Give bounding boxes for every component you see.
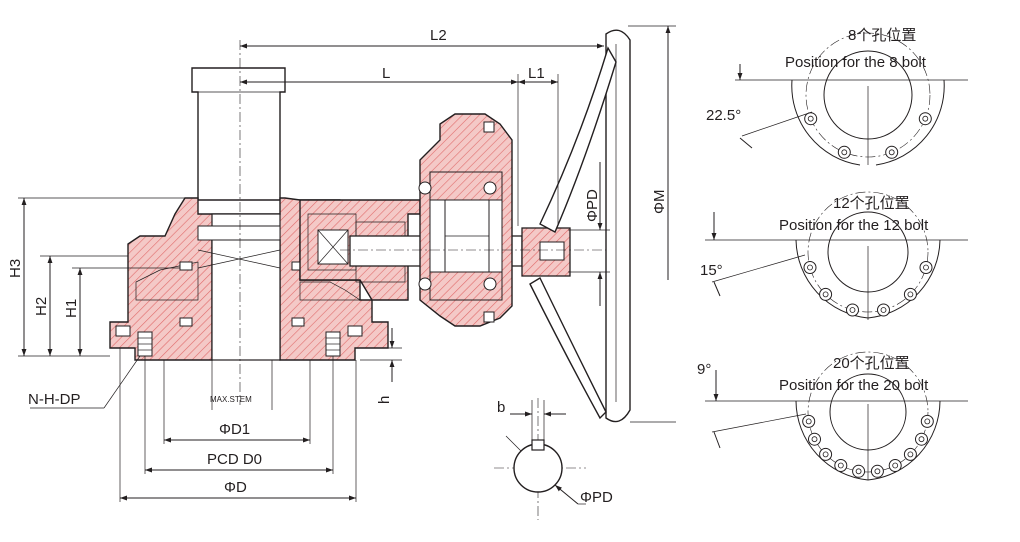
bolt8-cn: 8个孔位置 [848, 27, 916, 44]
bolt-hole [918, 112, 932, 126]
handwheel-rim [605, 29, 631, 423]
bolt8-en: Position for the 8 bolt [785, 54, 927, 71]
bolt-hole-center [849, 307, 856, 313]
bolt12-cn: 12个孔位置 [833, 195, 910, 212]
label-PCD: PCD D0 [207, 451, 262, 468]
bolt-hole [808, 432, 821, 446]
bolt-hole [870, 464, 884, 478]
label-D: ΦD [224, 479, 247, 496]
bolt-hole-center [807, 115, 814, 122]
label-h: h [376, 396, 393, 404]
label-D1: ΦD1 [219, 421, 250, 438]
bolt12-angle: 15° [700, 262, 723, 279]
label-b: b [497, 399, 505, 416]
handwheel-spoke-lower [529, 277, 607, 420]
bolt-hole [803, 261, 817, 274]
bolt-hole-center [822, 451, 829, 458]
label-PD-vertical: ΦPD [584, 189, 601, 222]
bolt-hole-center [805, 418, 812, 425]
bolt-hole-center [822, 291, 829, 298]
bolt-right [325, 331, 341, 357]
label-PD-shaft: ΦPD [580, 489, 613, 506]
bolt-hole-center [807, 264, 813, 271]
bolt-hole [915, 432, 928, 446]
bolt20-en: Position for the 20 bolt [779, 377, 929, 394]
bolt12-holes [803, 261, 933, 317]
bolt-hole-center [922, 115, 929, 122]
bolt-hole-center [811, 436, 818, 443]
bolt-hole [903, 447, 917, 461]
bolt20-cn: 20个孔位置 [833, 355, 910, 372]
bolt-hole-center [855, 468, 862, 475]
bolt-hole-center [918, 436, 925, 443]
bolt-hole-center [837, 462, 844, 469]
bolt-hole [846, 303, 859, 317]
bolt-pattern-20: 20个孔位置 Position for the 20 bolt 9° [697, 351, 968, 481]
bolt-hole [885, 145, 899, 159]
bolt-hole-center [888, 149, 895, 156]
bolt-hole [802, 414, 816, 428]
bolt8-holes [804, 112, 932, 159]
bolt-hole [919, 261, 933, 274]
bolt-hole [920, 414, 934, 428]
bolt12-en: Position for the 12 bolt [779, 217, 929, 234]
bolt-hole [877, 303, 890, 317]
label-L2: L2 [430, 27, 447, 44]
label-L: L [382, 65, 390, 82]
bolt-hole [834, 459, 848, 472]
bolt-hole-center [841, 149, 848, 156]
bolt-hole [888, 459, 902, 472]
label-L1: L1 [528, 65, 545, 82]
bolt-hole-center [924, 418, 931, 425]
bolt-hole-center [892, 462, 899, 469]
bolt-hole-center [923, 264, 929, 271]
bolt-hole-center [874, 468, 881, 475]
dimensions: L2 L L1 ΦPD ΦM H3 H2 H1 h [7, 25, 676, 502]
bolt20-angle: 9° [697, 361, 711, 378]
bolt-hole [819, 447, 833, 461]
bolt-hole-center [907, 451, 914, 458]
label-max-stem: MAX.STEM [210, 395, 252, 404]
gearbox-body [109, 29, 631, 423]
label-H2: H2 [33, 297, 50, 316]
bolt-hole [852, 464, 866, 478]
bolt-hole [804, 112, 818, 126]
bolt-hole [903, 287, 917, 301]
shaft-section-view: b ΦPD [497, 399, 613, 506]
bolt-hole [819, 287, 833, 301]
bolt-left [137, 331, 153, 357]
handwheel-spoke-upper [539, 46, 617, 233]
label-H3: H3 [7, 259, 24, 278]
bolt8-angle: 22.5° [706, 107, 741, 124]
bolt-pattern-8: 8个孔位置 Position for the 8 bolt 22.5° [706, 27, 968, 166]
bolt-pattern-12: 12个孔位置 Position for the 12 bolt 15° [700, 191, 968, 320]
label-NHDP: N-H-DP [28, 391, 81, 408]
stem-protection-tube [191, 67, 286, 201]
label-M: ΦM [651, 190, 668, 214]
bolt-hole-center [907, 291, 914, 298]
label-H1: H1 [63, 299, 80, 318]
bolt-hole [837, 145, 851, 159]
bolt20-holes [802, 414, 934, 478]
bolt-hole-center [880, 307, 887, 313]
